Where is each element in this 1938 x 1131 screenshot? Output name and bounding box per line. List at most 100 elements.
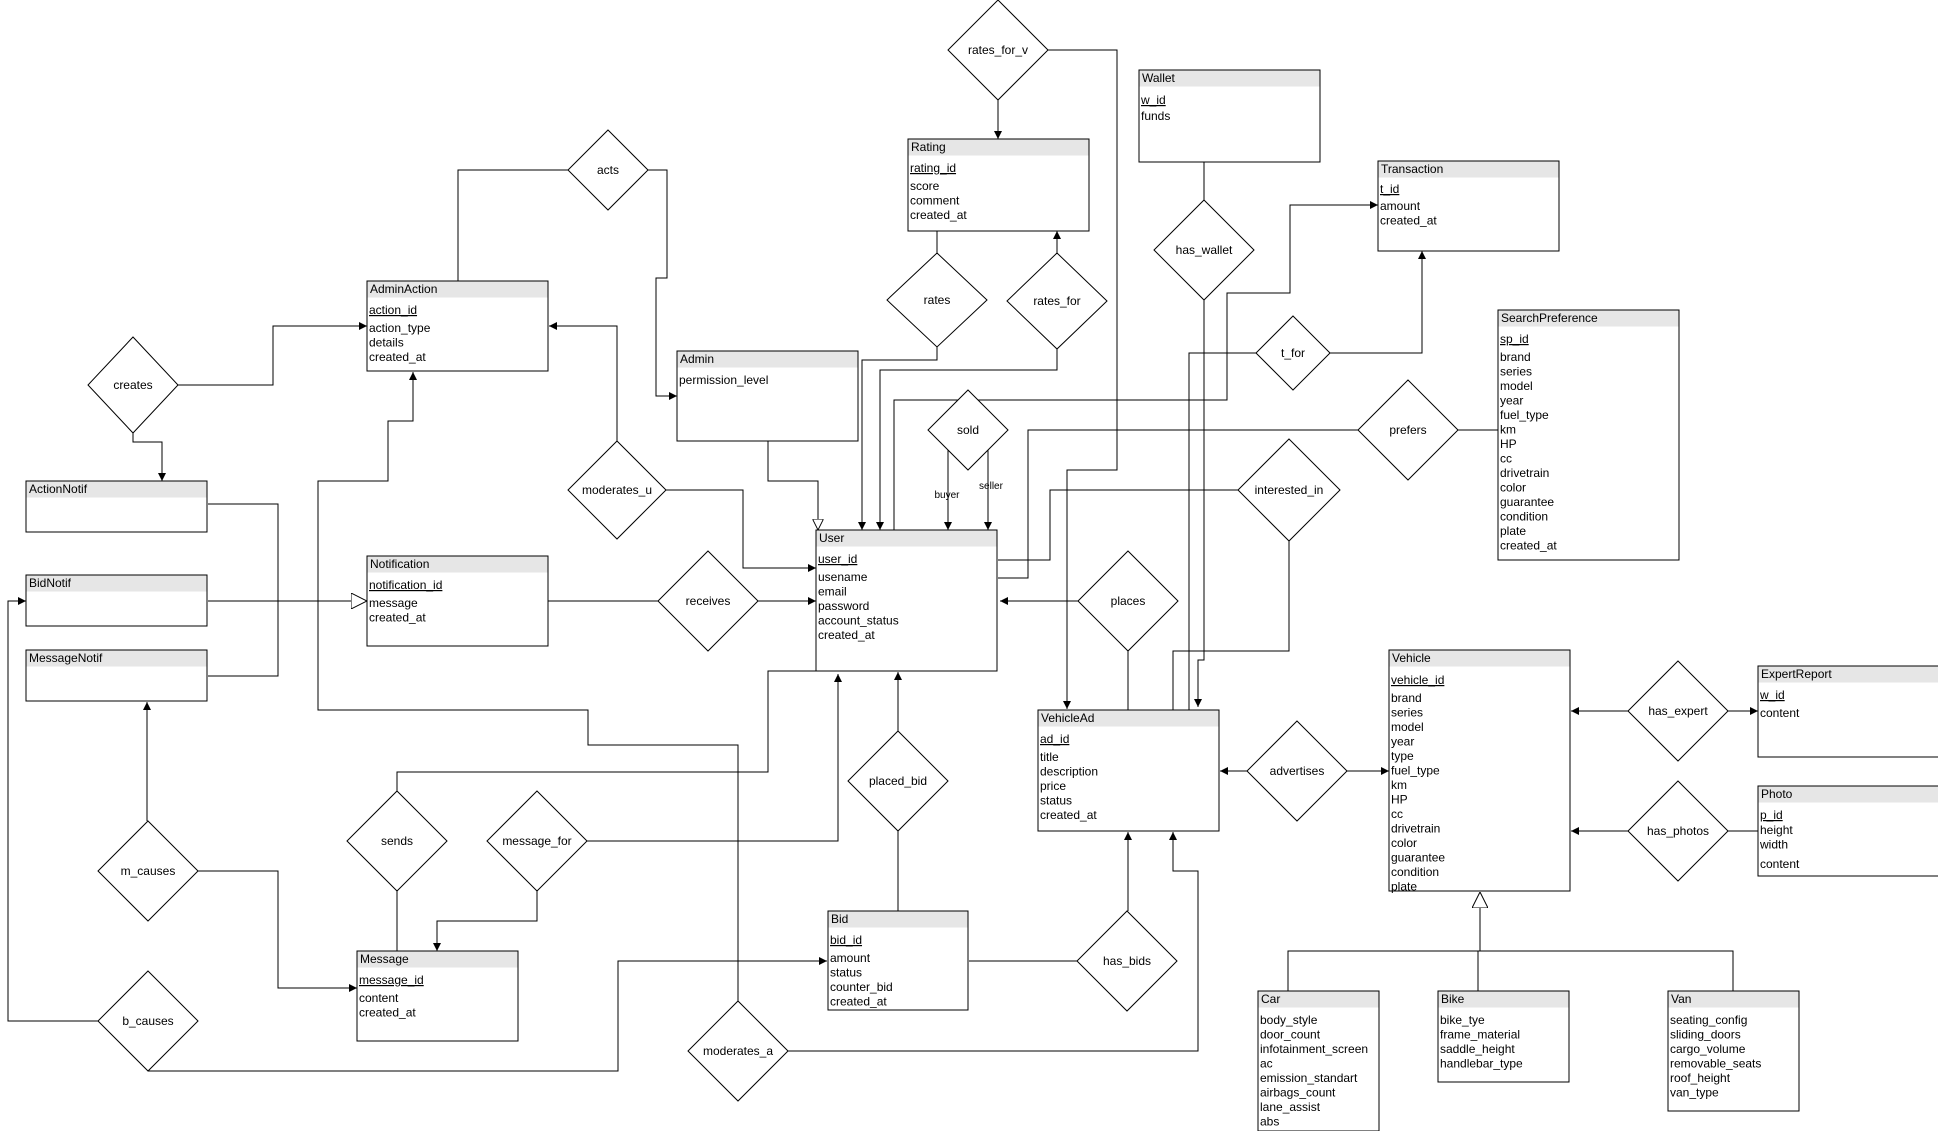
entity-car-attribute: infotainment_screen <box>1260 1042 1368 1056</box>
entity-message-attribute: content <box>359 991 399 1005</box>
relationship-message-for-diamond <box>486 790 588 892</box>
entity-vehiclead-attribute: description <box>1040 765 1098 779</box>
relationship-has-photos-label: has_photos <box>1647 824 1709 838</box>
entity-adminaction: AdminActionaction_idaction_typedetailscr… <box>366 280 549 372</box>
relationship-placed-bid-label: placed_bid <box>869 774 927 788</box>
edge-acts-adminaction <box>457 169 568 282</box>
entity-bid-attribute: counter_bid <box>830 980 893 994</box>
entity-expertreport-attribute: content <box>1760 706 1800 720</box>
edge-label-buyer: buyer <box>934 490 960 501</box>
relationship-creates-diamond <box>87 336 179 434</box>
entity-notification-title: Notification <box>370 557 429 571</box>
entity-rating-attribute: created_at <box>910 208 967 222</box>
entity-vehiclead-header <box>1038 710 1219 727</box>
entity-van-attribute: van_type <box>1670 1086 1719 1100</box>
relationship-places: places <box>1077 550 1179 652</box>
entity-transaction-attribute: created_at <box>1380 214 1437 228</box>
entity-notification-attribute: created_at <box>369 611 426 625</box>
entity-notification-primary-key: notification_id <box>369 578 442 592</box>
edge-moderates_u-adminaction <box>549 322 618 441</box>
edge-admin-isa-user <box>767 440 818 530</box>
entity-car-attribute: body_style <box>1260 1013 1318 1027</box>
entity-bid-primary-key: bid_id <box>830 933 862 947</box>
entity-vehicle-attribute: brand <box>1391 691 1422 705</box>
entity-notification: Notificationnotification_idmessagecreate… <box>366 555 549 647</box>
edge-creates-actionnotif <box>132 433 166 481</box>
relationship-t-for: t_for <box>1255 315 1331 391</box>
entity-searchpreference-attribute: created_at <box>1500 539 1557 553</box>
relationship-has-bids: has_bids <box>1076 910 1178 1012</box>
entity-rating-attribute: comment <box>910 194 960 208</box>
relationship-sold-diamond <box>927 389 1009 471</box>
edge-rates-user <box>858 347 938 530</box>
relationship-interested-in: interested_in <box>1237 438 1341 542</box>
entity-searchpreference-title: SearchPreference <box>1501 311 1598 325</box>
edge-b_causes-bid <box>148 957 827 1072</box>
relationship-receives-diamond <box>657 550 759 652</box>
entity-wallet-attribute: funds <box>1141 109 1170 123</box>
entity-actionnotif-title: ActionNotif <box>29 482 88 496</box>
entity-car-attribute: abs <box>1260 1115 1279 1129</box>
entity-bike-header <box>1438 991 1569 1008</box>
entity-searchpreference-attribute: brand <box>1500 350 1531 364</box>
relationship-rates-for: rates_for <box>1006 252 1108 350</box>
entity-messagenotif-header <box>26 650 207 667</box>
entity-messagenotif: MessageNotif <box>25 649 208 702</box>
entity-vehicle-attribute: guarantee <box>1391 851 1445 865</box>
edge-vehicle-specialization <box>1287 892 1734 991</box>
relationship-has-wallet: has_wallet <box>1153 199 1255 301</box>
relationship-has-bids-label: has_bids <box>1103 954 1151 968</box>
entity-photo-primary-key: p_id <box>1760 808 1783 822</box>
relationship-sold-label: sold <box>957 423 979 437</box>
entity-vehiclead-attribute: price <box>1040 779 1066 793</box>
edge-t_for-transaction <box>1330 251 1426 354</box>
entity-searchpreference-attribute: fuel_type <box>1500 408 1549 422</box>
entity-van-attribute: seating_config <box>1670 1013 1747 1027</box>
entity-message-attribute: created_at <box>359 1006 416 1020</box>
relationship-sold: sold <box>927 389 1009 471</box>
entity-van-header <box>1668 991 1799 1008</box>
entity-vehicle-attribute: cc <box>1391 807 1403 821</box>
entity-vehicle-attribute: color <box>1391 836 1417 850</box>
entity-car-header <box>1258 991 1379 1008</box>
entity-user: Useruser_idusenameemailpasswordaccount_s… <box>815 529 998 672</box>
relationship-sends: sends <box>346 790 448 892</box>
entity-adminaction-attribute: details <box>369 336 404 350</box>
relationship-acts: acts <box>567 129 649 211</box>
edge-user-transaction <box>893 201 1378 530</box>
edge-moderates_a-vehiclead <box>788 832 1199 1052</box>
relationship-b-causes: b_causes <box>97 970 199 1072</box>
entity-van-attribute: cargo_volume <box>1670 1042 1746 1056</box>
relationship-interested-in-diamond <box>1237 438 1341 542</box>
entity-vehicle-primary-key: vehicle_id <box>1391 673 1444 687</box>
relationship-message-for-label: message_for <box>502 834 571 848</box>
entity-bidnotif: BidNotif <box>25 574 208 627</box>
entity-vehiclead-title: VehicleAd <box>1041 711 1094 725</box>
relationship-places-diamond <box>1077 550 1179 652</box>
entity-vehiclead-attribute: title <box>1040 750 1059 764</box>
entity-photo-attribute: height <box>1760 823 1793 837</box>
entity-admin-header <box>677 351 858 368</box>
relationship-moderates-a: moderates_a <box>687 1000 789 1102</box>
edge-rates_for-user <box>876 349 1058 530</box>
entity-message-header <box>357 951 518 968</box>
entity-car-attribute: emission_standart <box>1260 1071 1358 1085</box>
entity-car-attribute: ac <box>1260 1057 1273 1071</box>
entity-vehicle-attribute: condition <box>1391 865 1439 879</box>
entity-vehicle-attribute: drivetrain <box>1391 822 1440 836</box>
entity-user-attribute: usename <box>818 570 868 584</box>
entity-vehiclead-attribute: created_at <box>1040 808 1097 822</box>
entity-messagenotif-title: MessageNotif <box>29 651 103 665</box>
edge-has_wallet-vehiclead <box>1194 300 1205 707</box>
entity-photo-header <box>1758 786 1938 803</box>
entity-vehicle-attribute: model <box>1391 720 1424 734</box>
entity-vehicle-attribute: type <box>1391 749 1414 763</box>
relationship-moderates-u: moderates_u <box>567 440 667 540</box>
entity-vehiclead-box <box>1037 709 1220 832</box>
relationship-b-causes-label: b_causes <box>122 1014 173 1028</box>
edge-acts-admin <box>648 169 677 400</box>
entity-searchpreference-attribute: HP <box>1500 437 1517 451</box>
